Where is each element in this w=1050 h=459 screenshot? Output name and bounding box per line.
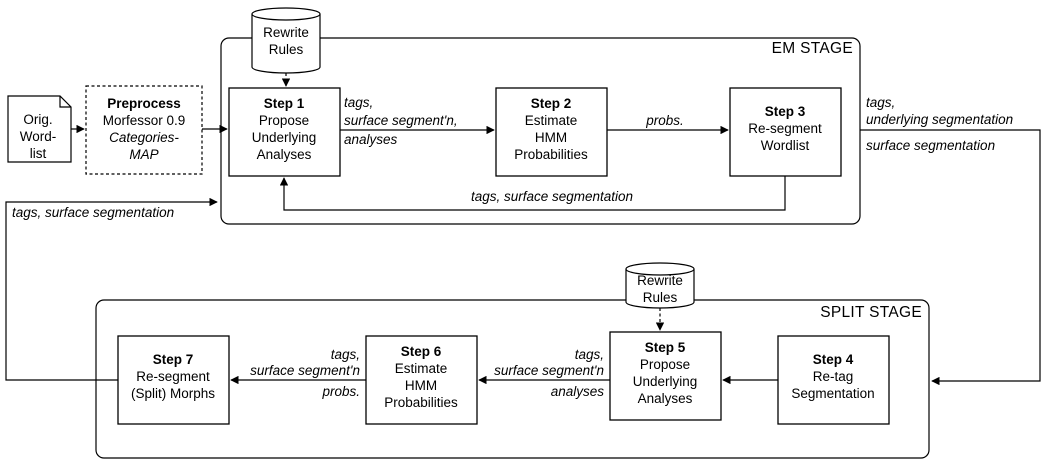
s6-s7-label-line2: surface segment'n — [250, 363, 360, 378]
preprocess-line2: Categories- — [109, 130, 179, 145]
step5-box: Step 5 Propose Underlying Analyses — [609, 331, 722, 421]
step5-line1: Propose — [640, 357, 690, 372]
step5-line3: Analyses — [638, 391, 693, 406]
step4-line2: Segmentation — [791, 386, 874, 401]
step4-title: Step 4 — [813, 352, 854, 367]
step2-box: Step 2 Estimate HMM Probabilities — [495, 87, 608, 177]
step6-line1: Estimate — [395, 361, 448, 376]
step3-box: Step 3 Re-segment Wordlist — [729, 87, 842, 177]
rewrite-rules-split-line1: Rewrite — [637, 273, 683, 288]
step3-title: Step 3 — [765, 104, 806, 119]
step1-title: Step 1 — [264, 96, 305, 111]
s2-s3-label: probs. — [645, 113, 684, 128]
split-stage-container — [95, 299, 930, 459]
s6-s7-label-line3: probs. — [321, 384, 360, 399]
split-out-label: tags, surface segmentation — [12, 205, 174, 220]
rewrite-rules-em-line1: Rewrite — [263, 25, 309, 40]
rewrite-rules-split-line2: Rules — [643, 290, 678, 305]
s5-s6-label-line2: surface segment'n — [494, 363, 604, 378]
step2-line3: Probabilities — [514, 147, 588, 162]
step6-title: Step 6 — [401, 344, 442, 359]
rewrite-rules-em-line2: Rules — [269, 42, 304, 57]
s3-s1-label: tags, surface segmentation — [471, 189, 633, 204]
s6-s7-label-line1: tags, — [331, 347, 360, 362]
wordlist-line3: list — [30, 146, 47, 161]
em-stage-label: EM STAGE — [772, 40, 853, 57]
step6-line2: HMM — [405, 378, 437, 393]
s5-s6-label-line3: analyses — [551, 384, 605, 399]
split-stage-label: SPLIT STAGE — [820, 304, 922, 321]
s1-s2-label-line3: analyses — [344, 132, 398, 147]
wordlist-line1: Orig. — [23, 112, 52, 127]
step6-line3: Probabilities — [384, 395, 458, 410]
preprocess-box: Preprocess Morfessor 0.9 Categories- MAP — [85, 85, 203, 175]
em-out-label-line1: tags, — [866, 95, 895, 110]
step7-line1: Re-segment — [136, 369, 210, 384]
step2-line1: Estimate — [525, 113, 578, 128]
rewrite-rules-split-cylinder: Rewrite Rules — [625, 262, 695, 309]
preprocess-line3: MAP — [129, 147, 158, 162]
preprocess-line1: Morfessor 0.9 — [103, 113, 186, 128]
step1-line2: Underlying — [252, 130, 317, 145]
split-output-to-em-arrow — [5, 197, 218, 381]
step7-title: Step 7 — [153, 352, 194, 367]
s1-s2-label-line1: tags, — [344, 95, 373, 110]
step1-box: Step 1 Propose Underlying Analyses — [228, 87, 341, 177]
step3-line1: Re-segment — [748, 121, 822, 136]
em-output-to-step4-arrow — [860, 129, 1041, 386]
step2-title: Step 2 — [531, 96, 572, 111]
rewrite-rules-em-cylinder: Rewrite Rules — [251, 7, 321, 74]
s1-s2-label-line2: surface segment'n, — [344, 113, 458, 128]
em-out-label-line3: surface segmentation — [866, 138, 995, 153]
s5-s6-label-line1: tags, — [575, 347, 604, 362]
step1-line1: Propose — [259, 113, 309, 128]
em-out-label-line2: underlying segmentation — [866, 112, 1013, 127]
step4-box: Step 4 Re-tag Segmentation — [777, 335, 890, 425]
step1-line3: Analyses — [257, 147, 312, 162]
step2-line2: HMM — [535, 130, 567, 145]
wordlist-line2: Word- — [20, 129, 57, 144]
step7-box: Step 7 Re-segment (Split) Morphs — [117, 335, 230, 425]
step3-to-step1-feedback-arrow — [279, 176, 786, 211]
step5-title: Step 5 — [645, 340, 686, 355]
step6-box: Step 6 Estimate HMM Probabilities — [365, 335, 478, 425]
step7-line2: (Split) Morphs — [131, 386, 215, 401]
step5-line2: Underlying — [633, 374, 698, 389]
original-wordlist-document: Orig. Word- list — [7, 95, 72, 163]
step4-line1: Re-tag — [813, 369, 854, 384]
step3-line2: Wordlist — [761, 138, 810, 153]
preprocess-title: Preprocess — [107, 96, 181, 111]
